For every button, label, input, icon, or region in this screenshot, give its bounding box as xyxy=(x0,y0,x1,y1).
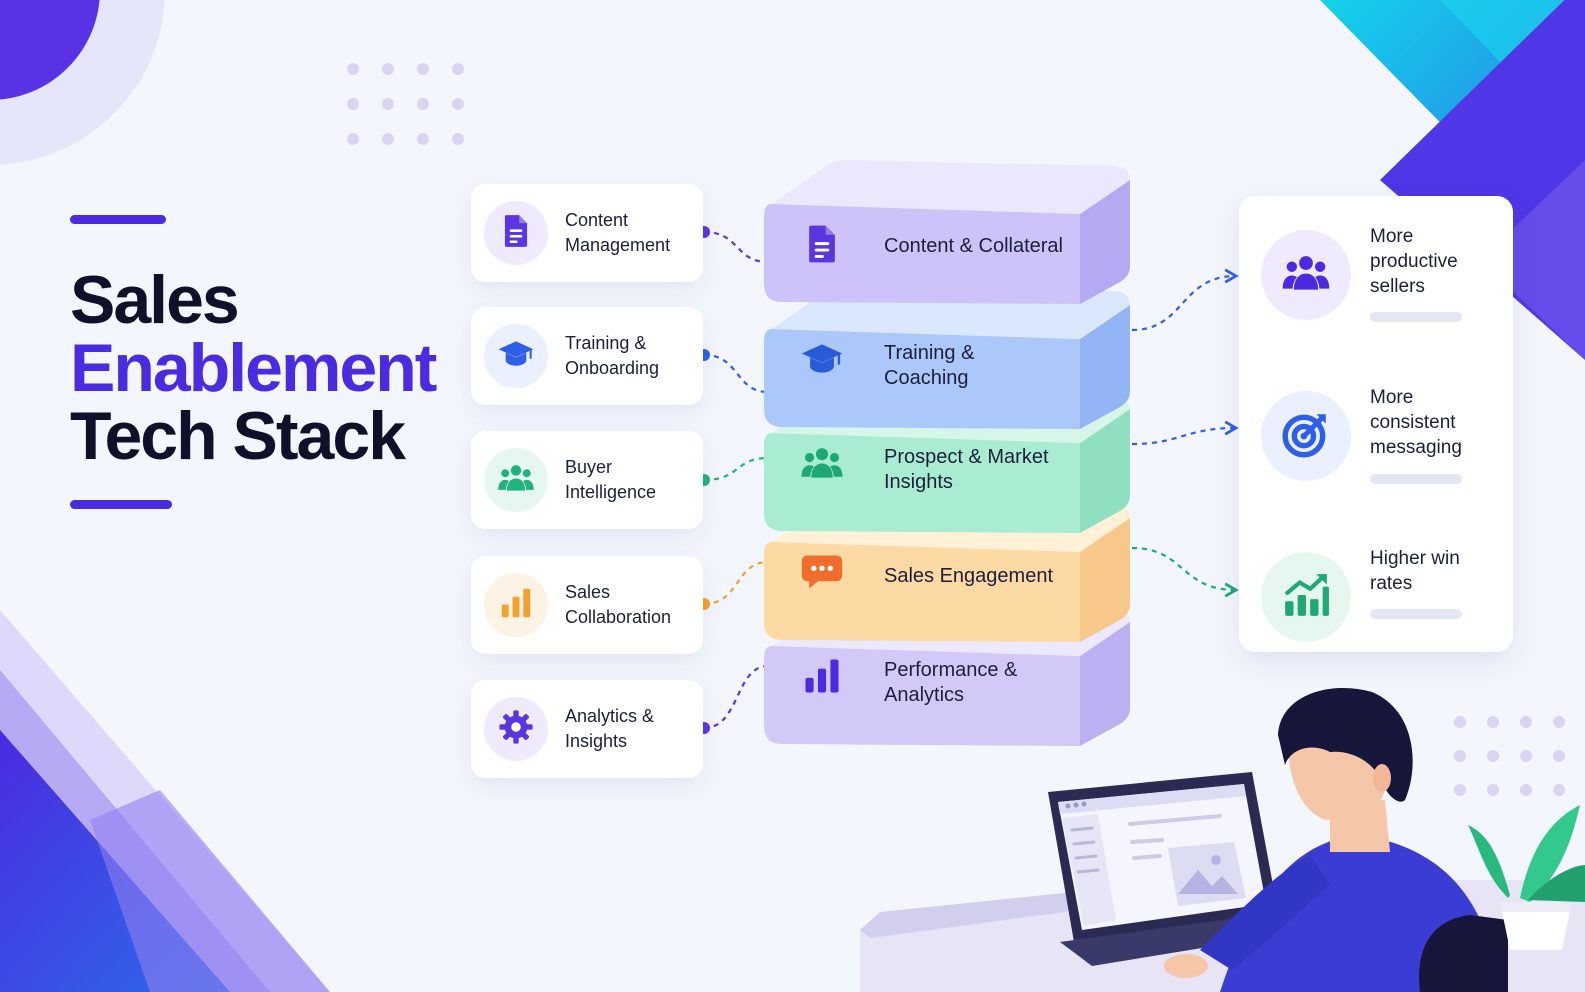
feature-icon-circle xyxy=(484,573,548,637)
growth-chart-icon xyxy=(1281,570,1331,625)
layer-label: Training & Coaching xyxy=(884,342,975,389)
feature-icon-circle xyxy=(484,697,548,761)
outcome-placeholder-bar xyxy=(1370,474,1462,484)
target-icon xyxy=(1281,409,1331,464)
layer-label: Performance & Analytics xyxy=(884,659,1018,706)
feature-label: Training & Onboarding xyxy=(565,333,660,378)
title-line-3: Tech Stack xyxy=(70,398,406,474)
title-accent-bar-bottom xyxy=(70,500,172,509)
outcome-higher-win-rates: Higher win rates xyxy=(1261,546,1501,666)
person-at-laptop-illustration xyxy=(860,687,1585,992)
feature-card-content-management[interactable]: Content Management xyxy=(471,184,703,282)
chat-bubble-icon xyxy=(800,550,852,602)
layer-label: Prospect & Market Insights xyxy=(884,446,1049,493)
feature-card-analytics-insights[interactable]: Analytics & Insights xyxy=(471,680,703,778)
outcome-icon-circle xyxy=(1261,391,1351,481)
title-accent-bar-top xyxy=(70,215,166,224)
people-icon xyxy=(800,441,852,493)
title-line-1: Sales xyxy=(70,262,240,338)
outcome-icon-circle xyxy=(1261,552,1351,642)
people-icon xyxy=(1281,248,1331,303)
page-title: Sales Enablement Tech Stack xyxy=(70,262,437,474)
outcome-productive-sellers: More productive sellers xyxy=(1261,224,1501,344)
stack-layer-content-collateral[interactable]: Content & Collateral xyxy=(764,156,1130,306)
outcome-label: More productive sellers xyxy=(1370,226,1458,297)
layer-label: Content & Collateral xyxy=(884,235,1063,257)
bar-chart-icon xyxy=(497,584,535,627)
feature-label: Buyer Intelligence xyxy=(565,457,657,502)
feature-card-training-onboarding[interactable]: Training & Onboarding xyxy=(471,307,703,405)
feature-card-buyer-intelligence[interactable]: Buyer Intelligence xyxy=(471,431,703,529)
outcomes-panel: More productive sellers More consistent … xyxy=(1239,196,1513,652)
office-chair xyxy=(1419,915,1508,992)
feature-icon-circle xyxy=(484,324,548,388)
feature-label: Content Management xyxy=(565,210,671,255)
document-icon xyxy=(497,212,535,255)
graduation-cap-icon xyxy=(497,335,535,378)
outcome-label: More consistent messaging xyxy=(1370,387,1462,458)
feature-label: Analytics & Insights xyxy=(565,706,655,751)
title-block: Sales Enablement Tech Stack xyxy=(70,215,437,509)
title-line-2: Enablement xyxy=(70,330,437,406)
dot-grid-top xyxy=(347,63,464,145)
feature-label: Sales Collaboration xyxy=(565,582,672,627)
people-icon xyxy=(497,459,535,502)
layer-slab xyxy=(764,160,1130,304)
document-icon xyxy=(800,222,852,274)
dot-grid-bottom xyxy=(1454,716,1565,796)
graduation-cap-icon xyxy=(800,337,852,389)
outcome-placeholder-bar xyxy=(1370,609,1462,619)
feature-icon-circle xyxy=(484,201,548,265)
layer-label: Sales Engagement xyxy=(884,565,1054,587)
outcome-placeholder-bar xyxy=(1370,312,1462,322)
laptop xyxy=(1048,772,1312,966)
feature-icon-circle xyxy=(484,448,548,512)
plant xyxy=(1468,805,1585,950)
outcome-icon-circle xyxy=(1261,230,1351,320)
bar-chart-icon xyxy=(800,654,852,706)
outcome-label: Higher win rates xyxy=(1370,548,1460,594)
feature-card-sales-collaboration[interactable]: Sales Collaboration xyxy=(471,556,703,654)
gear-icon xyxy=(497,708,535,751)
outcome-consistent-messaging: More consistent messaging xyxy=(1261,385,1501,505)
